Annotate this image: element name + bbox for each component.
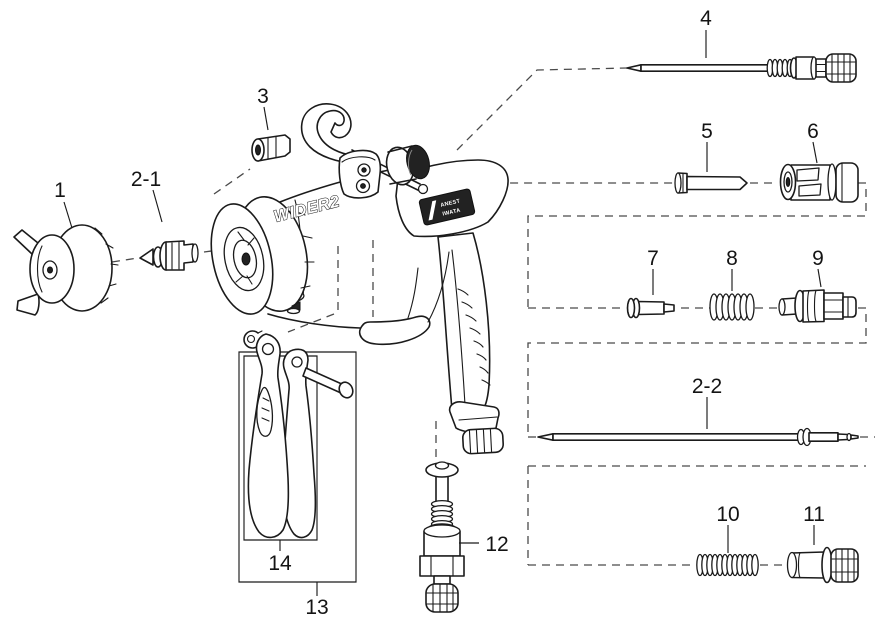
- badge-slash-icon: [428, 200, 437, 221]
- part-14-trigger: [247, 333, 290, 539]
- part-4-fluid-needle: [626, 53, 857, 83]
- part-label-1: 1: [54, 179, 66, 202]
- bracket-13: [238, 351, 357, 596]
- part-label-6: 6: [807, 120, 819, 143]
- part-6-air-valve: [779, 162, 859, 203]
- part-labels: 1 2-1 3 4 5 6 7 8 9 2-2 10 11 12 13 14: [54, 7, 825, 619]
- part-label-11: 11: [803, 503, 825, 526]
- brand-badge: ANEST IWATA: [418, 188, 476, 226]
- badge-brand-line1: ANEST: [440, 198, 461, 208]
- gun-body: WIDER2 ANEST IWATA: [210, 103, 509, 455]
- part-label-5: 5: [701, 120, 713, 143]
- part-label-14: 14: [268, 552, 292, 575]
- gun-front-ring: [210, 196, 315, 315]
- part-label-4: 4: [700, 7, 712, 30]
- part-5-valve-pin: [674, 172, 748, 194]
- needle-spring: [766, 58, 794, 78]
- part-11-adjust-knob: [786, 546, 859, 584]
- part-1-air-cap: [13, 224, 119, 316]
- part-9-valve-set: [778, 289, 857, 323]
- part-label-9: 9: [812, 247, 824, 270]
- trigger-pivot-boss: [338, 149, 382, 199]
- part-label-10: 10: [716, 503, 739, 526]
- part-8-spring: [709, 293, 755, 321]
- part-10-spring: [696, 553, 759, 577]
- part-label-3: 3: [257, 85, 269, 108]
- model-text: WIDER2: [272, 192, 342, 226]
- part-3-valve-seat: [251, 134, 291, 162]
- part-label-12: 12: [485, 533, 508, 556]
- part-2-2-long-needle: [537, 427, 859, 447]
- assembly-dashed-lines: [111, 67, 875, 566]
- trigger-pin: [302, 367, 354, 399]
- part-label-2-2: 2-2: [692, 375, 722, 398]
- leader-lines: [63, 30, 822, 553]
- rear-valve-boss: [385, 144, 430, 186]
- part-2-1-fluid-nozzle: [139, 240, 199, 271]
- part-12-air-valve-set: [419, 461, 465, 613]
- part-label-2-1: 2-1: [131, 168, 161, 191]
- badge-brand-line2: IWATA: [442, 208, 461, 218]
- part-label-7: 7: [647, 247, 659, 270]
- part-label-8: 8: [726, 247, 738, 270]
- part-12-spring: [430, 499, 454, 529]
- part-label-13: 13: [305, 596, 328, 619]
- part-7-packing-set: [626, 297, 675, 319]
- part-13-trigger-set: [243, 330, 354, 539]
